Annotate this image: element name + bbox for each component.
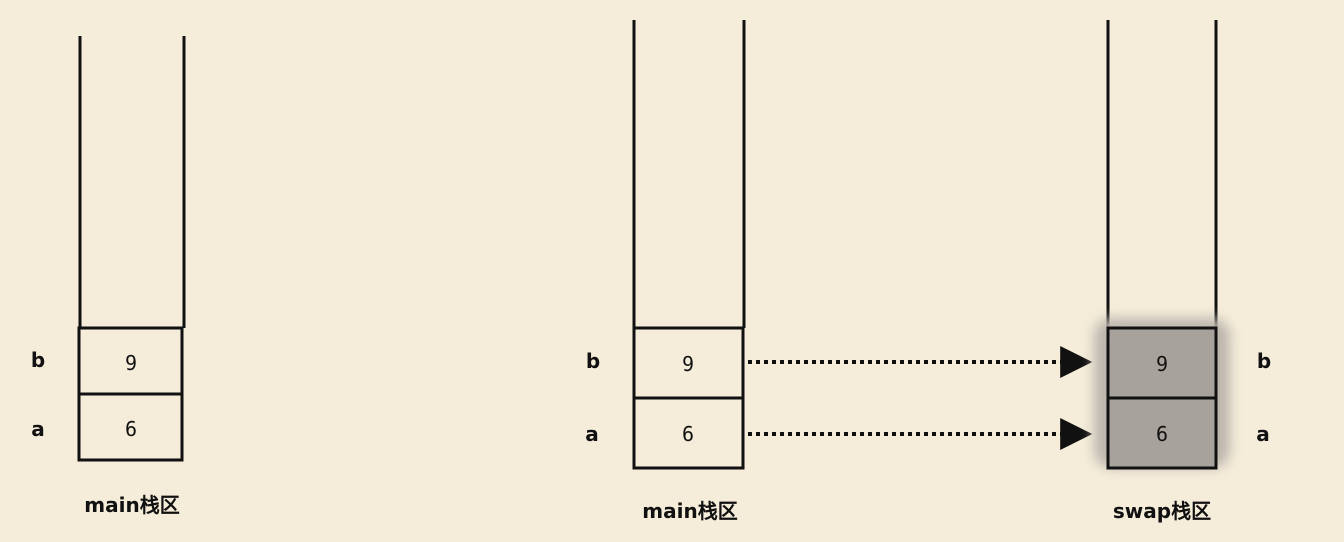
copy-arrows bbox=[748, 346, 1093, 450]
cell-value-b: 9 bbox=[125, 351, 137, 375]
var-label-b: b bbox=[586, 349, 600, 373]
var-label-b: b bbox=[1257, 349, 1271, 373]
var-label-a: a bbox=[1256, 422, 1270, 446]
cell-value-b: 9 bbox=[1156, 352, 1168, 376]
var-label-b: b bbox=[31, 348, 45, 372]
main-stack-middle: 9 6 b a main栈区 bbox=[585, 20, 746, 523]
stack-cell-a bbox=[632, 396, 745, 470]
stack-cell-a bbox=[1106, 396, 1218, 470]
swap-stack: 9 6 b a swap栈区 bbox=[1094, 20, 1271, 523]
var-label-a: a bbox=[585, 422, 599, 446]
stack-label-main-middle: main栈区 bbox=[642, 499, 737, 523]
cell-value-a: 6 bbox=[682, 422, 694, 446]
cell-value-a: 6 bbox=[125, 417, 137, 441]
cell-value-b: 9 bbox=[682, 352, 694, 376]
stack-label-main-left: main栈区 bbox=[84, 493, 179, 517]
stack-cell-a bbox=[77, 392, 184, 462]
main-stack-left: 9 6 b a main栈区 bbox=[31, 36, 186, 517]
cell-value-a: 6 bbox=[1156, 422, 1168, 446]
var-label-a: a bbox=[31, 417, 45, 441]
stack-label-swap: swap栈区 bbox=[1113, 499, 1211, 523]
